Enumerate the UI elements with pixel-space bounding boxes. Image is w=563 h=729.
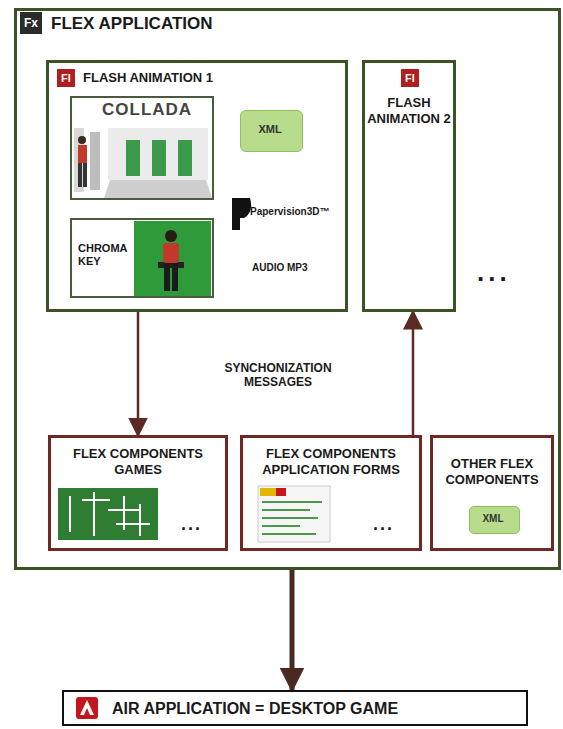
- panel: [90, 132, 100, 190]
- air-box: AIR APPLICATION = DESKTOP GAME: [62, 690, 528, 726]
- figure-leg: [83, 163, 87, 187]
- node-title: FLASH ANIMATION 1: [83, 70, 213, 86]
- node-title: AIR APPLICATION = DESKTOP GAME: [112, 699, 398, 718]
- papervision-logo: [232, 198, 251, 230]
- node-title: OTHER FLEX COMPONENTS: [435, 456, 549, 487]
- person-leg: [172, 263, 178, 291]
- animation-box: FLASH ANIMATION 2 Fl: [362, 60, 456, 312]
- node-title: CHROMA KEY: [78, 242, 134, 268]
- flex-icon: Fx: [20, 12, 42, 34]
- flash-icon: Fl: [401, 69, 419, 87]
- node-title: FLEX COMPONENTS GAMES: [54, 446, 222, 477]
- game-image: [58, 488, 158, 540]
- figure-leg: [78, 163, 82, 187]
- animation-box: FLASH ANIMATION 1 COLLADA XML CHROMA KEY FlP…: [46, 60, 348, 312]
- audio-label: AUDIO MP3: [252, 262, 308, 274]
- ellipsis: ...: [181, 514, 202, 536]
- form-header: [260, 488, 276, 496]
- form-lines: [262, 502, 322, 534]
- form-header: [276, 488, 286, 496]
- arrow-connector: [412, 312, 415, 435]
- node-title: COLLADA: [102, 100, 192, 120]
- chroma-box: CHROMA KEY: [70, 218, 214, 298]
- node-title: FLEX APPLICATION: [51, 14, 213, 34]
- edge-note: SYNCHONIZATION MESSAGES: [198, 361, 358, 390]
- air-icon: [76, 697, 98, 719]
- person-leg: [164, 263, 170, 291]
- node-title: XML: [241, 123, 299, 136]
- application-frame: FLEX APPLICATION FLASH ANIMATION 1 COLLADA…: [14, 8, 561, 570]
- room-door: [152, 140, 166, 176]
- node-title: XML: [470, 513, 516, 525]
- node-title: FLASH ANIMATION 2: [367, 95, 451, 126]
- component-box: FLEX COMPONENTS GAMES...: [48, 435, 228, 551]
- component-box: OTHER FLEX COMPONENTS XML: [430, 435, 554, 551]
- room-door: [178, 140, 192, 176]
- ellipsis: ...: [477, 257, 511, 288]
- room-floor: [104, 180, 212, 198]
- chroma-image: [134, 221, 211, 296]
- arrow-connector: [290, 570, 295, 690]
- component-box: FLEX COMPONENTS APPLICATION FORMS...: [240, 435, 422, 551]
- collada-box: COLLADA: [70, 96, 214, 200]
- figure-head: [78, 136, 86, 144]
- figure-body: [78, 145, 87, 163]
- person-head: [165, 230, 177, 242]
- room-wall: [108, 128, 208, 180]
- room-door: [126, 140, 140, 176]
- ellipsis: ...: [373, 514, 394, 536]
- form-image: [258, 486, 330, 542]
- xml-card: XML: [469, 506, 520, 534]
- person-body: [163, 243, 179, 263]
- flash-icon: Fl: [57, 69, 75, 87]
- air-icon-mark: [80, 700, 94, 715]
- logo-text: Papervision3D™: [250, 206, 329, 218]
- xml-card: XML: [240, 110, 303, 152]
- arrow-connector: [137, 312, 140, 435]
- game-grid: [70, 492, 150, 536]
- node-title: FLEX COMPONENTS APPLICATION FORMS: [246, 446, 416, 477]
